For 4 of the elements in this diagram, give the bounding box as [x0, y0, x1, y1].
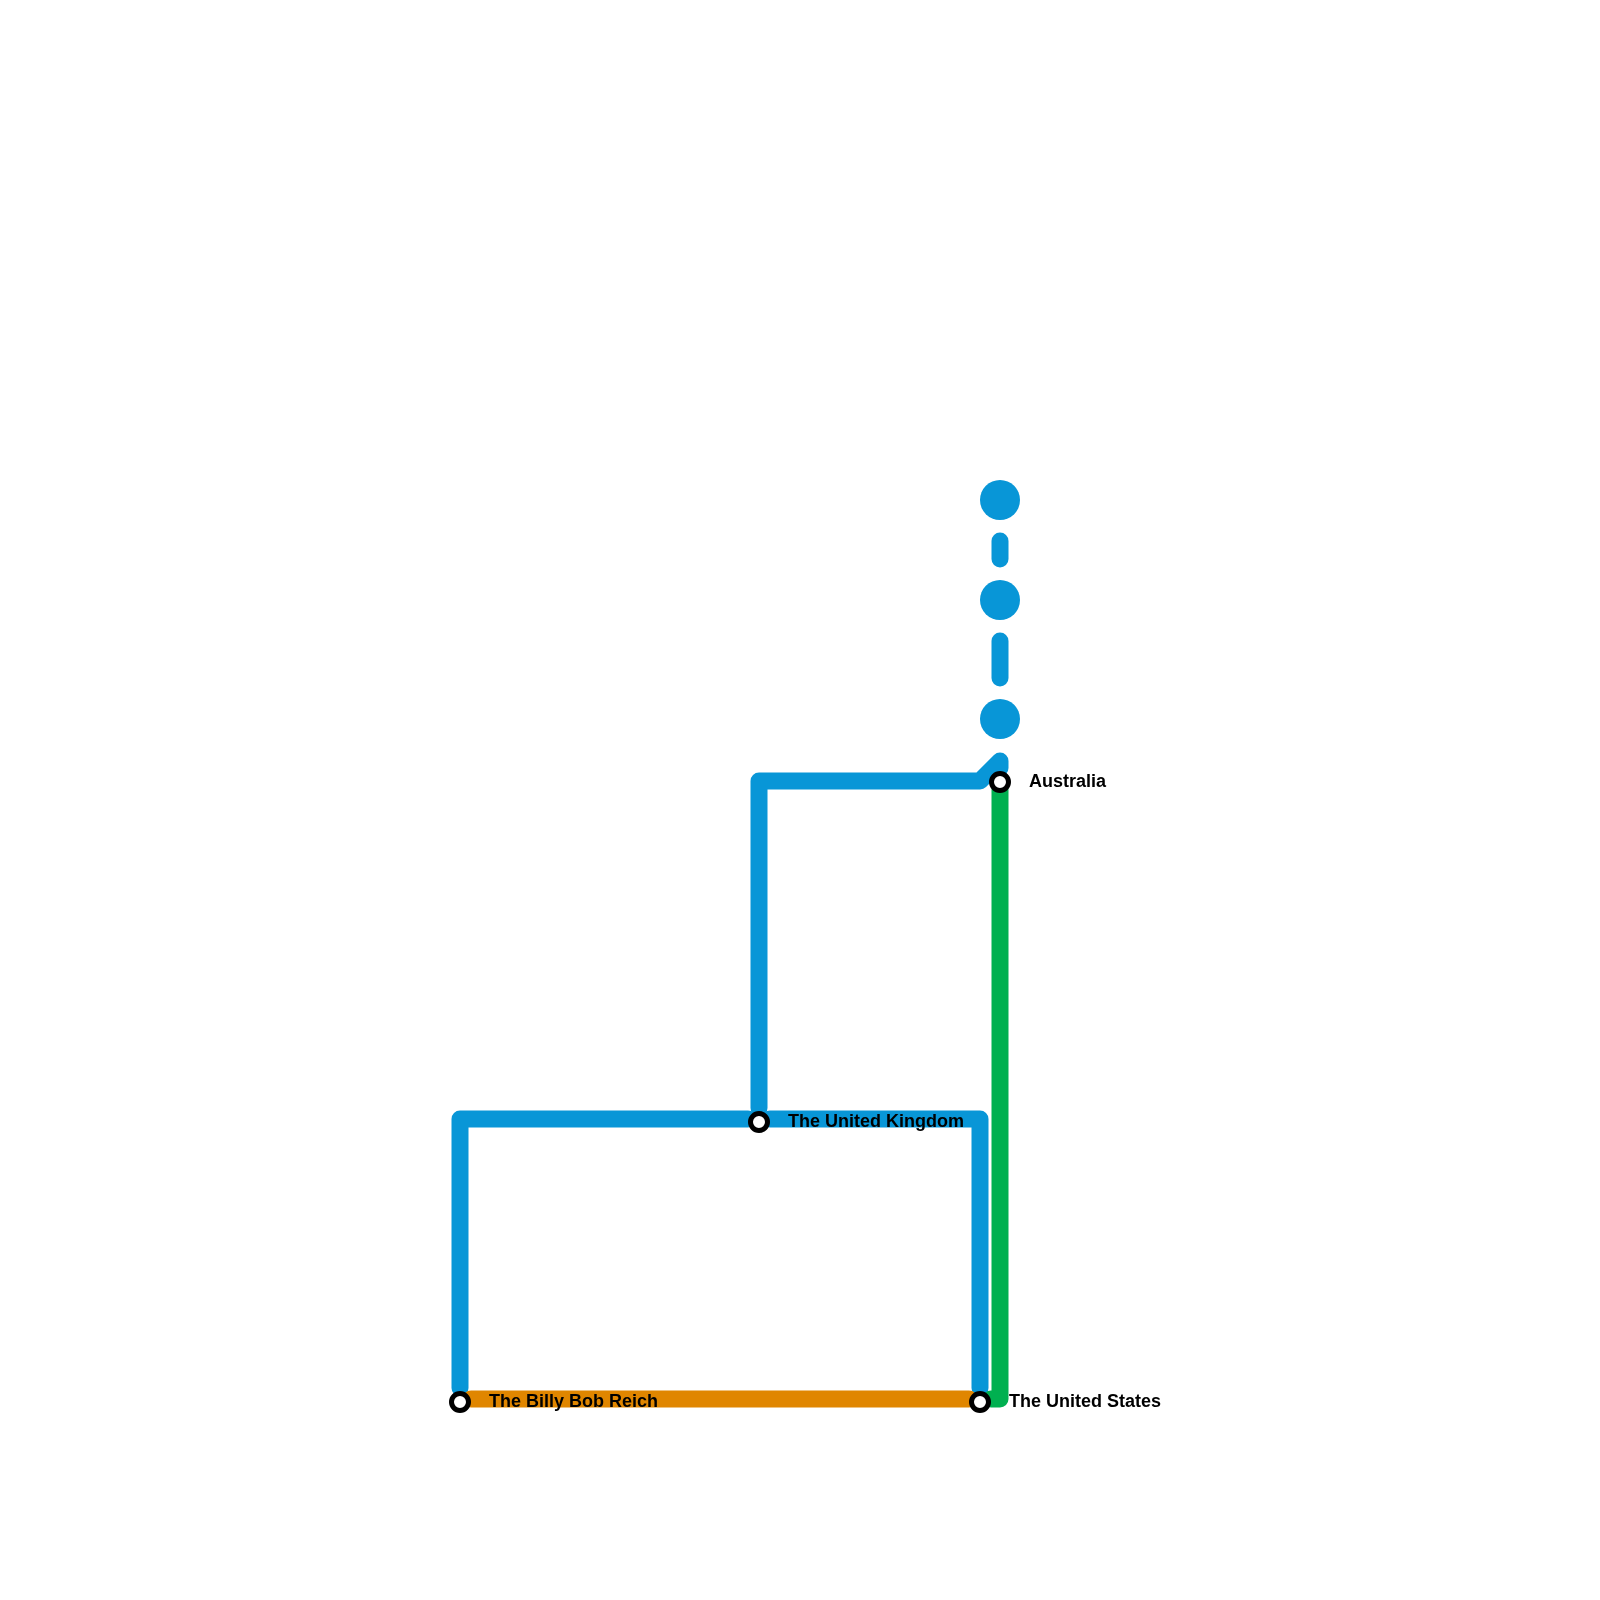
station-label: The United Kingdom — [788, 1110, 964, 1133]
station-label: The United States — [1009, 1390, 1162, 1413]
station-label: Australia — [1029, 770, 1107, 793]
station-label: The Billy Bob Reich — [489, 1390, 659, 1413]
